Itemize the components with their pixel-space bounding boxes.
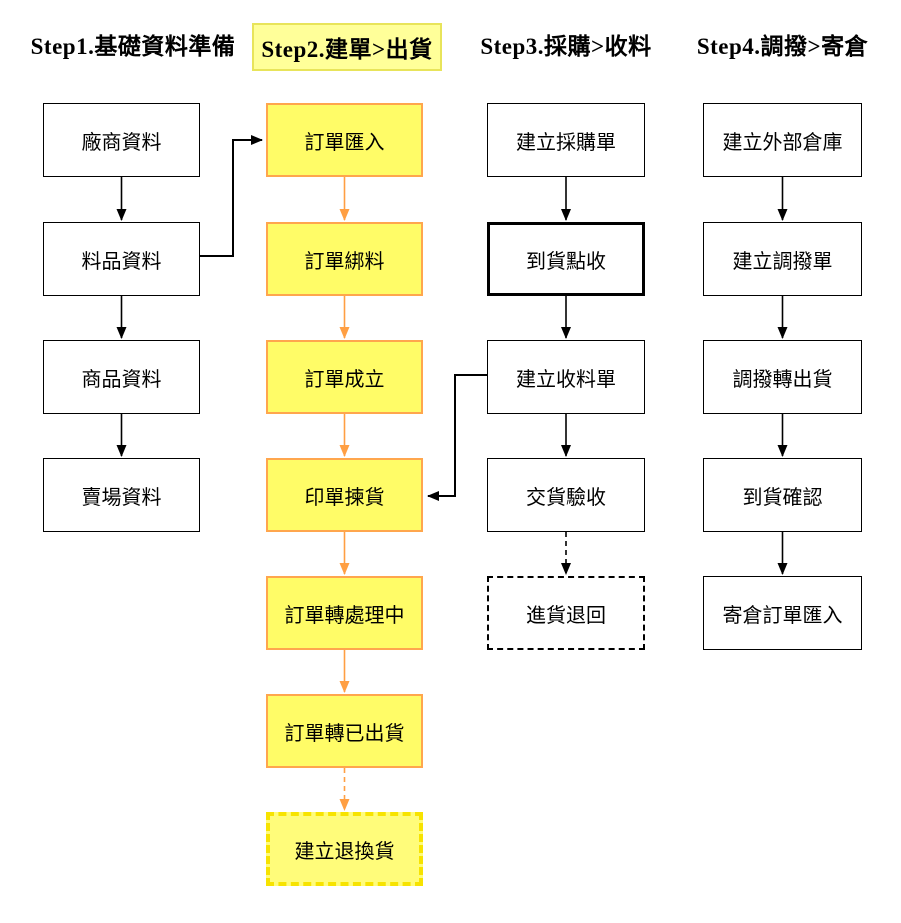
node-consignment-order-import: 寄倉訂單匯入	[703, 576, 862, 650]
step3-header: Step3.採購>收料	[480, 34, 652, 59]
node-delivery-acceptance: 交貨驗收	[487, 458, 645, 532]
node-store-data: 賣場資料	[43, 458, 200, 532]
node-arrival-checkin: 到貨點收	[487, 222, 645, 296]
node-product-data: 商品資料	[43, 340, 200, 414]
node-transfer-to-shipment: 調撥轉出貨	[703, 340, 862, 414]
node-arrival-confirmation: 到貨確認	[703, 458, 862, 532]
node-purchase-return: 進貨退回	[487, 576, 645, 650]
node-order-established: 訂單成立	[266, 340, 423, 414]
node-create-return-exchange: 建立退換貨	[266, 812, 423, 886]
node-order-shipped: 訂單轉已出貨	[266, 694, 423, 768]
node-order-processing: 訂單轉處理中	[266, 576, 423, 650]
node-order-bind-material: 訂單綁料	[266, 222, 423, 296]
node-create-receipt: 建立收料單	[487, 340, 645, 414]
node-create-purchase-order: 建立採購單	[487, 103, 645, 177]
node-create-transfer-order: 建立調撥單	[703, 222, 862, 296]
step4-header: Step4.調撥>寄倉	[696, 34, 869, 59]
node-material-data: 料品資料	[43, 222, 200, 296]
node-create-external-warehouse: 建立外部倉庫	[703, 103, 862, 177]
step2-header-highlighted: Step2.建單>出貨	[252, 23, 442, 71]
connector-material-to-order-import	[200, 135, 263, 257]
connector-receipt-to-printpick	[427, 374, 487, 501]
node-print-pick: 印單揀貨	[266, 458, 423, 532]
step1-header: Step1.基礎資料準備	[30, 34, 236, 59]
node-vendor-data: 廠商資料	[43, 103, 200, 177]
node-order-import: 訂單匯入	[266, 103, 423, 177]
